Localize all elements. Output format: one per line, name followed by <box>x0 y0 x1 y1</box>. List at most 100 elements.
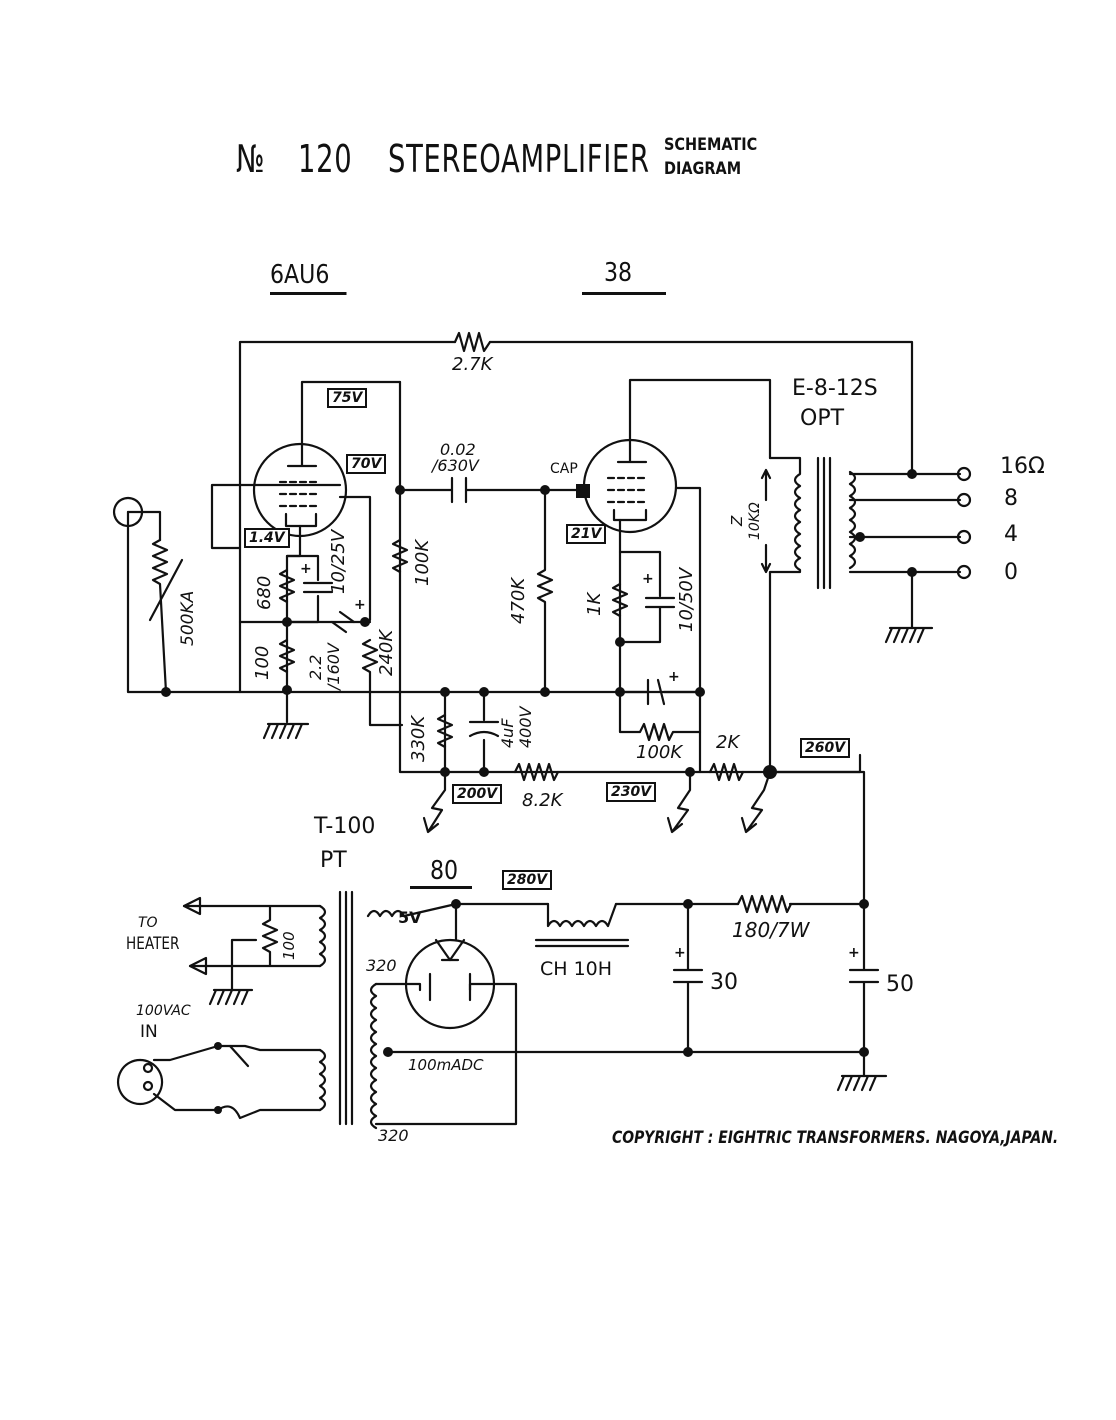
choke-winding <box>546 902 618 928</box>
r330k <box>436 713 454 749</box>
label-pt-name: T-100 <box>314 814 376 839</box>
ground-6au6 <box>262 722 310 740</box>
pt-5v-winding <box>366 902 458 942</box>
cap-50 <box>848 902 880 1078</box>
label-630v: /630V <box>432 456 479 475</box>
input-jack <box>112 496 162 542</box>
opt-core <box>816 456 832 590</box>
feedback-wire <box>238 340 914 694</box>
r100 <box>278 638 296 674</box>
ground-wire-6au6 <box>238 620 372 724</box>
tube-label-80: 80 <box>430 856 459 886</box>
label-330k: 330K <box>408 715 429 762</box>
screen-wire <box>338 495 372 622</box>
label-hv-top: 320 <box>366 956 397 975</box>
r470k <box>536 488 554 694</box>
pot-wiper <box>148 558 184 622</box>
voltage-box-280v: 280V <box>502 870 553 890</box>
label-to: TO <box>138 915 158 931</box>
label-10-25v: 10/25V <box>328 529 349 594</box>
r8-2k <box>513 762 560 782</box>
label-tap-8: 8 <box>1004 486 1018 511</box>
label-8-2k: 8.2K <box>522 790 563 811</box>
r2k <box>708 762 745 782</box>
screen-38-wire <box>674 486 702 774</box>
label-0-02: 0.02 <box>440 440 476 459</box>
subtitle-diagram: DIAGRAM <box>664 159 742 179</box>
plus-sign-c3: + <box>642 571 654 587</box>
opt-taps <box>848 472 962 630</box>
subtitle-schematic: SCHEMATIC <box>664 135 758 155</box>
label-100k-screen: 100K <box>636 742 683 763</box>
heater-wires <box>182 904 322 968</box>
pt-heater-secondary <box>318 904 327 968</box>
voltage-box-1-4v: 1.4V <box>244 528 290 548</box>
label-2-7k: 2.7K <box>452 354 493 375</box>
title-name: STEREOAMPLIFIER <box>388 137 650 181</box>
ground-opt <box>884 626 934 644</box>
junction-dots <box>161 469 917 1057</box>
tap-terminal-4 <box>956 529 972 545</box>
feedback-resistor-2k7 <box>453 331 492 353</box>
tube-label-38: 38 <box>604 258 633 288</box>
cap-terminal <box>576 484 590 498</box>
label-opt-z: Z <box>728 515 746 526</box>
heater-arrow-bot <box>188 956 208 976</box>
r240k <box>361 638 404 727</box>
arrow-200v <box>422 770 447 834</box>
voltage-box-21v: 21V <box>566 524 607 544</box>
pt-hv-winding <box>369 982 378 1130</box>
plus-sign-c30: + <box>674 945 686 961</box>
label-tap-4: 4 <box>1004 522 1018 547</box>
title-number: 120 <box>298 137 353 181</box>
cap-4uf <box>468 720 500 738</box>
label-680: 680 <box>254 575 275 610</box>
label-2k: 2K <box>716 732 740 753</box>
label-heater-pot: 100 <box>280 931 298 960</box>
voltage-box-260v: 260V <box>800 738 851 758</box>
voltage-box-70v: 70V <box>346 454 387 474</box>
label-470k: 470K <box>508 577 529 624</box>
r180 <box>736 894 793 914</box>
cathode-wire <box>285 524 302 692</box>
tube-38-symbol <box>582 378 772 534</box>
label-5v: 5V <box>398 908 422 927</box>
choke-core <box>534 938 630 948</box>
label-cap-30: 30 <box>710 970 738 995</box>
tube-80-underline <box>410 886 472 889</box>
plus-sign-c2: + <box>354 597 366 613</box>
cathode-bypass-38 <box>618 550 662 644</box>
label-heater: HEATER <box>126 934 180 954</box>
arrow-260v <box>740 770 772 834</box>
label-240k: 240K <box>376 629 397 676</box>
tube-label-6au6: 6AU6 <box>270 262 347 295</box>
r100k-plate <box>391 538 409 574</box>
ac-dot-1 <box>214 1042 222 1050</box>
volume-pot <box>151 538 169 694</box>
plus-sign-c4: + <box>668 669 680 685</box>
plus-sign-c50: + <box>848 945 860 961</box>
screen-cap <box>646 678 666 706</box>
voltage-box-75v: 75V <box>327 388 368 408</box>
decoupling-wire <box>443 690 486 772</box>
label-400v: 400V <box>516 706 535 748</box>
label-10-50v: 10/50V <box>676 567 697 632</box>
opt-primary <box>768 456 802 774</box>
tap-terminal-0 <box>956 564 972 580</box>
copyright-notice: COPYRIGHT : EIGHTRIC TRANSFORMERS. NAGOY… <box>612 1128 1059 1148</box>
power-switch <box>228 1044 250 1068</box>
label-opt-name: E-8-12S <box>792 376 878 401</box>
ac-pin-2 <box>142 1080 154 1092</box>
heater-pot-wiper <box>230 938 258 992</box>
label-tap-0: 0 <box>1004 560 1018 585</box>
label-2-2: 2.2 <box>306 654 325 680</box>
opt-secondary <box>848 470 857 570</box>
label-100k: 100K <box>412 539 433 586</box>
plate-6au6-wire <box>398 380 862 774</box>
arrow-230v <box>666 770 692 834</box>
ground-heater <box>208 988 254 1006</box>
label-100madc: 100mADC <box>408 1056 484 1074</box>
ground-psu <box>836 1074 888 1092</box>
label-tap-16: 16Ω <box>1000 454 1045 479</box>
grid-wire <box>210 483 342 550</box>
